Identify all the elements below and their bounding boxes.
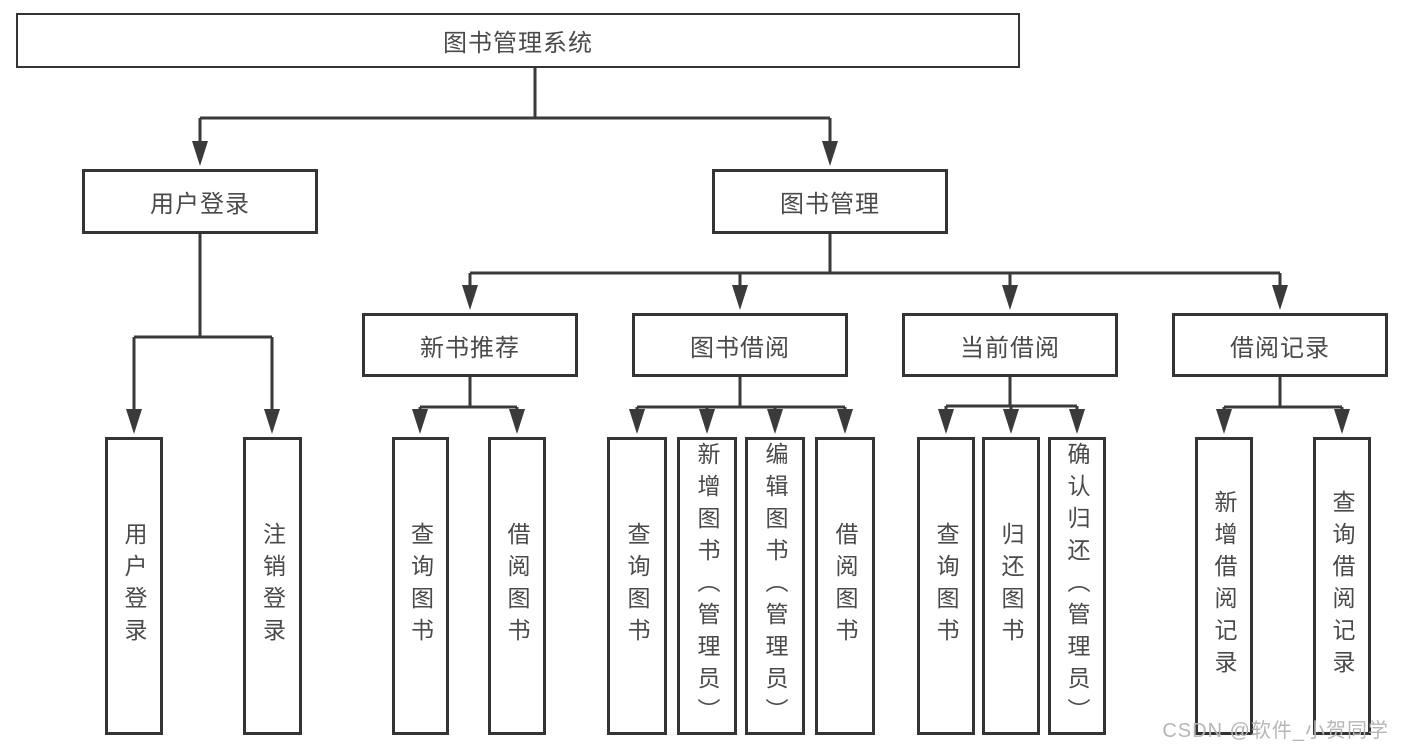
leaf-bb-borrow-books: 借阅图书 <box>815 437 875 735</box>
leaf-cb-query-books: 查询图书 <box>917 437 975 735</box>
leaf-cb-query-books-label: 查询图书 <box>933 522 959 650</box>
arrowhead <box>509 409 525 434</box>
leaf-bb-edit-books-admin-label: 编辑图书（管理员） <box>762 442 788 730</box>
leaf-nb-borrow-books: 借阅图书 <box>488 437 546 735</box>
leaf-cb-confirm-return-admin: 确认归还（管理员） <box>1048 437 1106 735</box>
leaf-user-login: 用户登录 <box>105 437 163 735</box>
arrowhead <box>837 409 853 434</box>
leaf-nb-query-books: 查询图书 <box>392 437 449 735</box>
arrowhead <box>1334 409 1350 434</box>
node-root: 图书管理系统 <box>16 13 1020 68</box>
arrowhead <box>629 409 645 434</box>
leaf-cb-return-books: 归还图书 <box>982 437 1040 735</box>
leaf-logout-label: 注销登录 <box>259 522 286 650</box>
leaf-bb-query-books: 查询图书 <box>607 437 667 735</box>
node-user-login-label: 用户登录 <box>150 191 250 218</box>
leaf-user-login-label: 用户登录 <box>121 522 147 650</box>
arrowhead <box>1002 285 1018 310</box>
node-user-login: 用户登录 <box>82 169 318 234</box>
node-new-book-recommend: 新书推荐 <box>362 313 578 377</box>
leaf-cb-confirm-return-admin-label: 确认归还（管理员） <box>1064 442 1090 730</box>
node-book-borrow-label: 图书借阅 <box>690 334 790 362</box>
arrowhead <box>767 409 783 434</box>
arrowhead <box>938 409 954 434</box>
arrowhead <box>126 409 142 434</box>
node-current-borrow: 当前借阅 <box>902 313 1118 377</box>
leaf-nb-query-books-label: 查询图书 <box>407 522 434 650</box>
leaf-br-query-record-label: 查询借阅记录 <box>1329 490 1355 682</box>
arrowhead <box>1069 409 1085 434</box>
node-current-borrow-label: 当前借阅 <box>960 334 1060 362</box>
arrowhead <box>1216 409 1232 434</box>
leaf-nb-borrow-books-label: 借阅图书 <box>504 522 530 650</box>
node-new-book-recommend-label: 新书推荐 <box>420 334 520 362</box>
leaf-bb-add-books-admin: 新增图书（管理员） <box>677 437 737 735</box>
arrowhead <box>822 141 838 166</box>
node-borrow-records: 借阅记录 <box>1172 313 1388 377</box>
node-root-label: 图书管理系统 <box>443 30 593 57</box>
leaf-br-query-record: 查询借阅记录 <box>1313 437 1371 735</box>
arrowhead <box>1003 409 1019 434</box>
leaf-bb-query-books-label: 查询图书 <box>624 522 650 650</box>
arrowhead <box>1272 285 1288 310</box>
arrowhead <box>462 285 478 310</box>
leaf-br-add-record: 新增借阅记录 <box>1195 437 1253 735</box>
leaf-logout: 注销登录 <box>243 437 302 735</box>
leaf-bb-borrow-books-label: 借阅图书 <box>832 522 858 650</box>
leaf-cb-return-books-label: 归还图书 <box>998 522 1024 650</box>
arrowhead <box>412 409 428 434</box>
leaf-bb-add-books-admin-label: 新增图书（管理员） <box>694 442 720 730</box>
arrowhead <box>264 409 280 434</box>
leaf-bb-edit-books-admin: 编辑图书（管理员） <box>745 437 805 735</box>
node-book-management-label: 图书管理 <box>780 191 880 218</box>
node-borrow-records-label: 借阅记录 <box>1230 334 1330 362</box>
arrowhead <box>192 141 208 166</box>
node-book-borrow: 图书借阅 <box>632 313 848 377</box>
arrowhead <box>699 409 715 434</box>
csdn-watermark: CSDN @软件_小贺同学 <box>1162 720 1389 742</box>
node-book-management: 图书管理 <box>712 169 948 234</box>
leaf-br-add-record-label: 新增借阅记录 <box>1211 490 1237 682</box>
arrowhead <box>732 285 748 310</box>
